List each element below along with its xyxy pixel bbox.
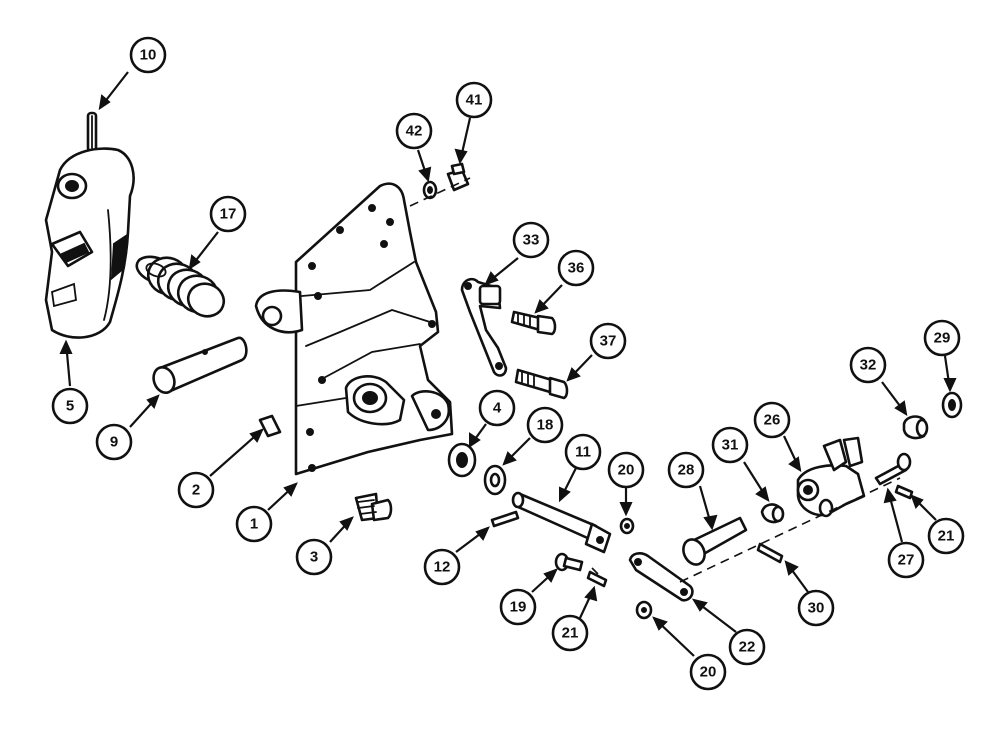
part-21-cotter-pin-right <box>894 484 914 500</box>
part-29-washer <box>941 391 963 419</box>
part-19-clevis-pin <box>554 552 584 572</box>
part-10-roll-pin <box>86 111 98 153</box>
callout-10-label: 10 <box>140 47 157 64</box>
part-3-bolt <box>354 492 393 522</box>
callout-20-upper: 20 <box>607 451 645 489</box>
callout-3-label: 3 <box>310 549 318 566</box>
callout-20-lower: 20 <box>689 653 727 691</box>
assembly-lines <box>409 177 901 583</box>
callout-30-label: 30 <box>808 600 825 617</box>
callout-27: 27 <box>887 541 925 579</box>
callout-22-label: 22 <box>739 639 756 656</box>
callout-33-label: 33 <box>523 232 540 249</box>
part-18-washer <box>483 464 507 496</box>
part-30-cotter-pin <box>756 542 784 564</box>
callout-31: 31 <box>711 426 749 464</box>
part-36-bolt <box>510 310 557 336</box>
callout-28-label: 28 <box>678 462 695 479</box>
callout-5: 5 <box>51 387 89 425</box>
part-5-latch-lever <box>44 147 135 339</box>
callout-11: 11 <box>564 433 602 471</box>
callout-5-label: 5 <box>66 398 74 415</box>
callout-2: 2 <box>177 471 215 509</box>
callout-3: 3 <box>295 538 333 576</box>
part-33-link-arm <box>460 277 508 377</box>
callout-12-label: 12 <box>434 559 451 576</box>
part-12-pin <box>490 510 520 528</box>
callout-17-label: 17 <box>220 206 237 223</box>
callout-22: 22 <box>728 628 766 666</box>
callout-9-label: 9 <box>110 434 118 451</box>
part-2-dowel <box>258 414 282 438</box>
callout-1: 1 <box>235 505 273 543</box>
part-9-pivot-pin <box>152 336 248 394</box>
callout-32-label: 32 <box>860 357 877 374</box>
callout-33: 33 <box>512 221 550 259</box>
callout-9: 9 <box>95 423 133 461</box>
leader-arrowheads <box>59 94 957 631</box>
callout-10: 10 <box>129 36 167 74</box>
callout-19-label: 19 <box>510 599 527 616</box>
callout-2-label: 2 <box>192 482 200 499</box>
part-28-clevis-pin <box>682 516 748 566</box>
callout-37: 37 <box>589 322 627 360</box>
callout-11-label: 11 <box>575 444 591 461</box>
callout-21-left-label: 21 <box>562 625 579 642</box>
callout-37-label: 37 <box>600 333 617 350</box>
callout-4-label: 4 <box>493 400 502 417</box>
callout-21-right-label: 21 <box>938 528 955 545</box>
part-26-clevis-yoke <box>796 436 866 518</box>
callout-29: 29 <box>923 319 961 357</box>
callout-41-label: 41 <box>466 92 483 109</box>
part-4-bushing <box>447 442 477 478</box>
callout-42: 42 <box>395 112 433 150</box>
callout-18-label: 18 <box>537 417 554 434</box>
callout-26: 26 <box>753 401 791 439</box>
part-20-nut-upper <box>619 517 635 535</box>
part-41-fitting <box>446 162 470 192</box>
part-11-clevis-rod <box>511 491 612 554</box>
callout-20-lower-label: 20 <box>700 664 717 681</box>
callout-21-left: 21 <box>551 614 589 652</box>
callout-18: 18 <box>526 406 564 444</box>
callout-30: 30 <box>797 589 835 627</box>
callout-4: 4 <box>478 389 516 427</box>
callout-26-label: 26 <box>764 412 781 429</box>
callout-19: 19 <box>499 588 537 626</box>
callout-42-label: 42 <box>406 123 423 140</box>
callout-41: 41 <box>455 81 493 119</box>
part-17-coil-spring <box>135 255 226 318</box>
callout-12: 12 <box>423 548 461 586</box>
part-22-link-plate <box>628 552 694 602</box>
part-42-washer <box>422 180 438 200</box>
part-31-bushing <box>760 503 785 524</box>
part-1-main-bracket <box>254 182 454 476</box>
callout-28: 28 <box>667 451 705 489</box>
callout-17: 17 <box>209 195 247 233</box>
callout-32: 32 <box>849 346 887 384</box>
part-20-nut-lower <box>635 600 653 620</box>
callout-36-label: 36 <box>568 260 585 277</box>
part-21-cotter-pin-left <box>586 570 608 588</box>
callout-29-label: 29 <box>934 330 951 347</box>
callout-20-upper-label: 20 <box>618 462 635 479</box>
callout-31-label: 31 <box>722 437 739 454</box>
callout-21-right: 21 <box>927 517 965 555</box>
part-37-bolt <box>514 368 569 400</box>
callout-1-label: 1 <box>250 516 258 533</box>
part-32-bushing <box>902 415 929 440</box>
callout-27-label: 27 <box>898 552 915 569</box>
part-27-clevis-pin <box>874 452 912 486</box>
callout-36: 36 <box>557 249 595 287</box>
